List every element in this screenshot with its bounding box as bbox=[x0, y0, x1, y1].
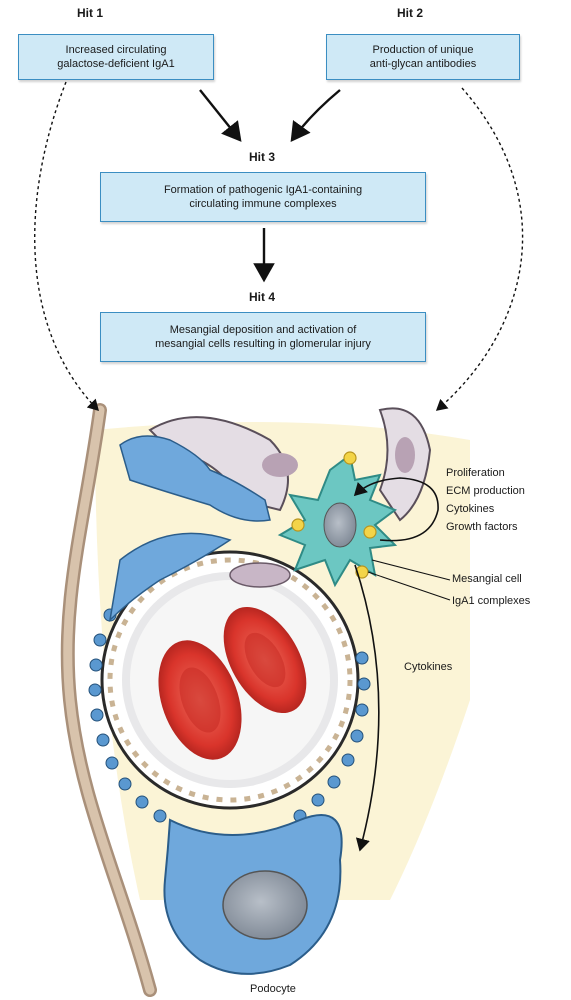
hit2-label: Hit 2 bbox=[380, 6, 440, 20]
hit4-box-line1: Mesangial deposition and activation of bbox=[170, 323, 357, 337]
hit3-box-line2: circulating immune complexes bbox=[189, 197, 336, 211]
dashed-arrow-right bbox=[437, 88, 523, 410]
arrow-hit1-to-hit3 bbox=[200, 90, 240, 140]
hit3-box: Formation of pathogenic IgA1-containing … bbox=[100, 172, 426, 222]
hit3-label: Hit 3 bbox=[232, 150, 292, 164]
hit1-label: Hit 1 bbox=[60, 6, 120, 20]
hit1-box: Increased circulating galactose-deficien… bbox=[18, 34, 214, 80]
hit2-box-line1: Production of unique bbox=[373, 43, 474, 57]
hit4-box: Mesangial deposition and activation of m… bbox=[100, 312, 426, 362]
effect-ecm-production: ECM production bbox=[446, 484, 525, 498]
effect-proliferation: Proliferation bbox=[446, 466, 505, 480]
hit2-box: Production of unique anti-glycan antibod… bbox=[326, 34, 520, 80]
dashed-arrow-left bbox=[35, 82, 98, 410]
effect-growth-factors: Growth factors bbox=[446, 520, 518, 534]
iga1-complexes-label: IgA1 complexes bbox=[452, 594, 530, 608]
cytokines-label: Cytokines bbox=[404, 660, 452, 674]
hit4-box-line2: mesangial cells resulting in glomerular … bbox=[155, 337, 371, 351]
hit2-box-line2: anti-glycan antibodies bbox=[370, 57, 476, 71]
hit4-label: Hit 4 bbox=[232, 290, 292, 304]
hit1-box-line1: Increased circulating bbox=[66, 43, 167, 57]
podocyte-label: Podocyte bbox=[250, 982, 296, 996]
arrow-hit2-to-hit3 bbox=[292, 90, 340, 140]
hit1-box-line2: galactose-deficient IgA1 bbox=[57, 57, 174, 71]
hit3-box-line1: Formation of pathogenic IgA1-containing bbox=[164, 183, 362, 197]
podocyte-nucleus bbox=[223, 871, 307, 939]
mesangial-cell-label: Mesangial cell bbox=[452, 572, 522, 586]
effect-cytokines: Cytokines bbox=[446, 502, 494, 516]
